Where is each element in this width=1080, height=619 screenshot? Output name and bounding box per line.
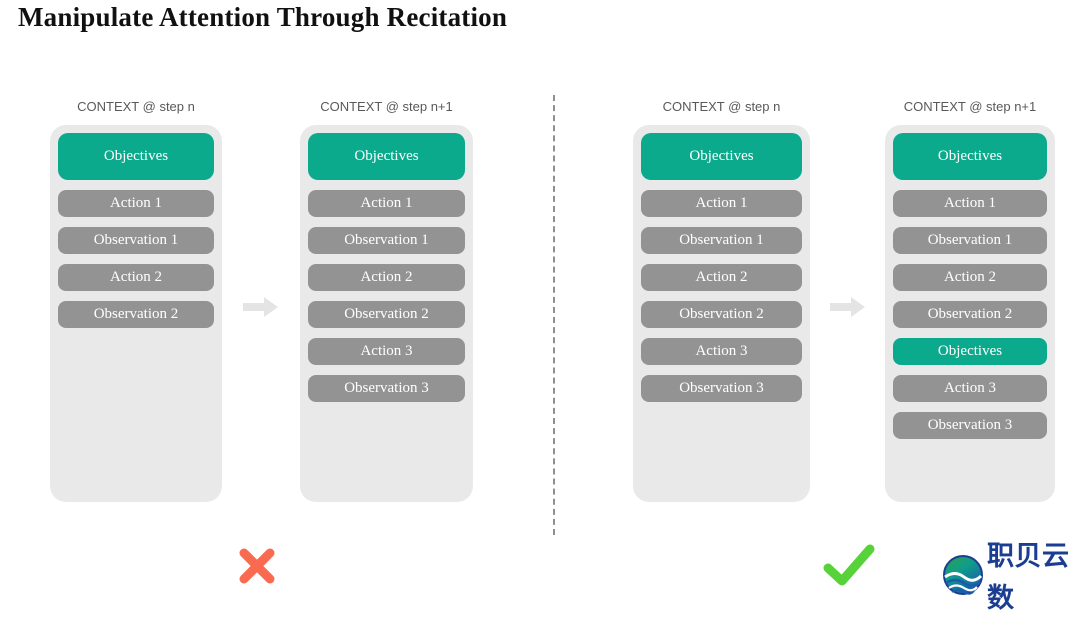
context-panel-header: CONTEXT @ step n+1 — [320, 99, 453, 114]
check-icon — [820, 542, 876, 591]
context-block-observation: Observation 2 — [58, 301, 214, 328]
context-block-observation: Observation 1 — [58, 227, 214, 254]
context-stack: Objectives Action 1 Observation 1 Action… — [50, 125, 222, 502]
context-block-observation: Observation 3 — [641, 375, 802, 402]
context-block-action: Action 3 — [893, 375, 1047, 402]
context-block-action: Action 2 — [893, 264, 1047, 291]
context-block-observation: Observation 2 — [308, 301, 465, 328]
context-block-observation: Observation 2 — [893, 301, 1047, 328]
context-panel-left-step-n: CONTEXT @ step n Objectives Action 1 Obs… — [50, 99, 222, 502]
context-block-observation: Observation 1 — [893, 227, 1047, 254]
context-block-observation: Observation 1 — [308, 227, 465, 254]
context-block-action: Action 3 — [308, 338, 465, 365]
context-block-objectives: Objectives — [641, 133, 802, 180]
context-panel-right-step-n: CONTEXT @ step n Objectives Action 1 Obs… — [633, 99, 810, 502]
context-panel-header: CONTEXT @ step n — [77, 99, 195, 114]
arrow-right-icon — [243, 297, 279, 317]
context-block-action: Action 1 — [58, 190, 214, 217]
context-block-objectives: Objectives — [893, 133, 1047, 180]
logo: 职贝云数 — [942, 535, 1080, 619]
context-block-objectives: Objectives — [58, 133, 214, 180]
arrow-right-icon — [830, 297, 866, 317]
context-block-observation: Observation 2 — [641, 301, 802, 328]
context-panel-left-step-n1: CONTEXT @ step n+1 Objectives Action 1 O… — [300, 99, 473, 502]
context-block-objectives: Objectives — [308, 133, 465, 180]
context-block-action: Action 3 — [641, 338, 802, 365]
page-title: Manipulate Attention Through Recitation — [18, 2, 508, 32]
context-block-action: Action 2 — [641, 264, 802, 291]
context-block-action: Action 2 — [58, 264, 214, 291]
cross-icon — [237, 546, 277, 591]
context-stack: Objectives Action 1 Observation 1 Action… — [633, 125, 810, 502]
context-block-action: Action 1 — [893, 190, 1047, 217]
context-block-observation: Observation 3 — [893, 412, 1047, 439]
context-block-observation: Observation 1 — [641, 227, 802, 254]
logo-globe-icon — [942, 554, 984, 601]
context-panel-header: CONTEXT @ step n+1 — [903, 99, 1037, 114]
logo-text: 职贝云数 — [987, 541, 1070, 613]
context-block-action: Action 1 — [641, 190, 802, 217]
context-stack: Objectives Action 1 Observation 1 Action… — [885, 125, 1055, 502]
context-block-objectives-recited: Objectives — [893, 338, 1047, 365]
context-block-action: Action 1 — [308, 190, 465, 217]
section-divider — [553, 95, 555, 535]
context-block-observation: Observation 3 — [308, 375, 465, 402]
context-panel-right-step-n1: CONTEXT @ step n+1 Objectives Action 1 O… — [885, 99, 1055, 502]
context-stack: Objectives Action 1 Observation 1 Action… — [300, 125, 473, 502]
context-block-action: Action 2 — [308, 264, 465, 291]
context-panel-header: CONTEXT @ step n — [662, 99, 781, 114]
